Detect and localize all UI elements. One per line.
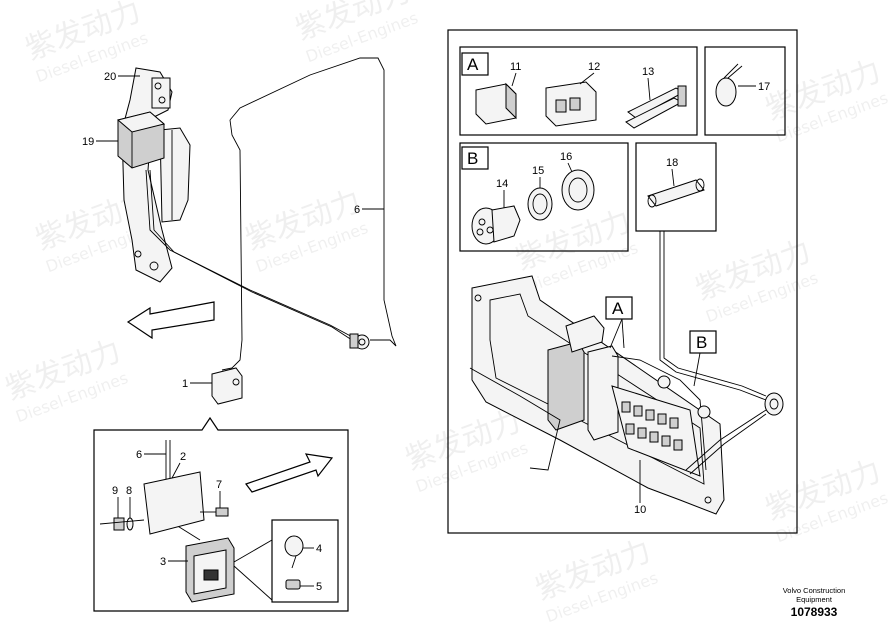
- item-16-nut: [561, 169, 595, 211]
- callout-14: 14: [496, 178, 508, 190]
- box-a-letter: A: [467, 55, 479, 74]
- detail-box-items-4-5: [271, 519, 339, 603]
- detail-box-a: [459, 46, 698, 136]
- callout-7: 7: [216, 479, 222, 491]
- bracket-assembly: [116, 67, 191, 283]
- item-14-plug: [471, 205, 521, 245]
- panel-b-letter-frame: [689, 330, 717, 354]
- callout-5: 5: [316, 581, 322, 593]
- callout-18: 18: [666, 157, 678, 169]
- panel-a-letter-frame: [605, 296, 633, 320]
- detail-box-lower-left: [93, 416, 349, 612]
- callout-11: 11: [510, 61, 521, 73]
- detail-box-b: [459, 142, 629, 252]
- callout-4: 4: [316, 543, 322, 555]
- item-4-tie: [284, 535, 304, 569]
- callout-16: 16: [560, 151, 572, 163]
- callout-1: 1: [182, 378, 188, 390]
- detail-box-17: [704, 46, 786, 136]
- item-18-sleeve: [647, 178, 705, 208]
- callout-3: 3: [160, 556, 166, 568]
- item-17-cable-tie: [715, 63, 743, 107]
- round-connector: [349, 333, 370, 350]
- electrical-panel: [469, 275, 725, 515]
- callout-2: 2: [180, 451, 186, 463]
- callout-10: 10: [634, 504, 646, 516]
- item-13-terminals: [625, 85, 687, 129]
- detail-lower-parts: [99, 440, 235, 603]
- reference-block: Volvo Construction Equipment 1078933: [783, 586, 846, 619]
- panel-round-connector: [764, 392, 784, 416]
- callout-8: 8: [126, 485, 132, 497]
- callout-15: 15: [532, 165, 544, 177]
- direction-arrow-left: [126, 301, 215, 340]
- item-11-connector: [475, 82, 517, 125]
- callout-20: 20: [104, 71, 116, 83]
- callout-19: 19: [82, 136, 94, 148]
- item-5-clip: [285, 579, 301, 590]
- callout-13: 13: [642, 66, 654, 78]
- item-12-connector: [545, 81, 597, 127]
- box-b-letter: B: [467, 149, 478, 168]
- panel-a-letter: A: [612, 299, 624, 318]
- callout-17: 17: [758, 81, 770, 93]
- detail-frame-right: [447, 29, 798, 534]
- item-15-ring: [527, 187, 553, 221]
- callout-9: 9: [112, 485, 118, 497]
- reference-maker-line1: Volvo Construction: [783, 586, 846, 595]
- box-b-letter-frame: [461, 146, 489, 170]
- callout-6-lower: 6: [136, 449, 142, 461]
- callout-12: 12: [588, 61, 600, 73]
- panel-b-letter: B: [696, 333, 707, 352]
- detail-box-18: [635, 142, 717, 232]
- reference-maker-line2: Equipment: [796, 595, 833, 604]
- callout-6-top: 6: [354, 204, 360, 216]
- box-a-letter-frame: [461, 52, 489, 76]
- reference-number: 1078933: [791, 605, 838, 619]
- module-1: [211, 367, 243, 405]
- direction-arrow-right: [245, 453, 334, 493]
